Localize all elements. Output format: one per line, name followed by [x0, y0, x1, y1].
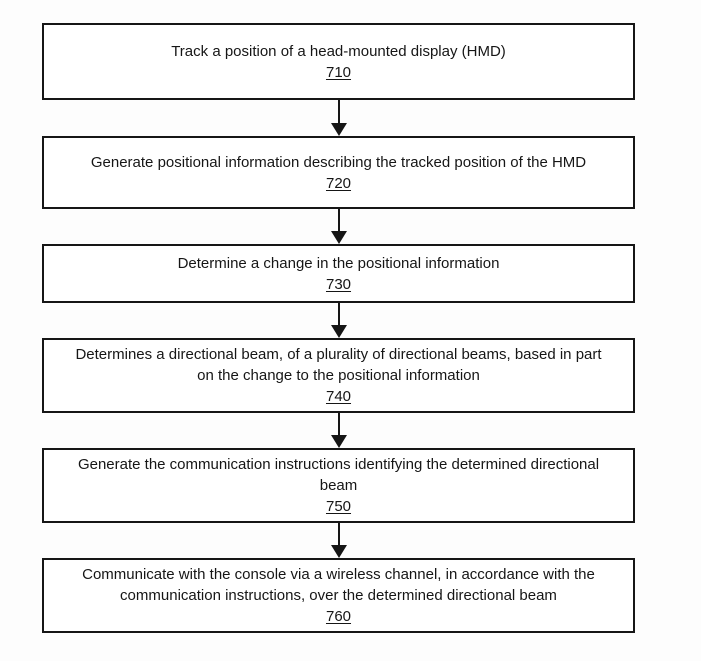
step-ref: 710 [325, 63, 352, 81]
step-ref: 750 [325, 498, 352, 515]
step-text: Determines a directional beam, of a plur… [75, 346, 602, 363]
arrow-stem [337, 209, 340, 231]
step-ref: 760 [325, 608, 352, 625]
arrow-down-icon [330, 435, 347, 448]
flow-connector [330, 303, 347, 338]
flow-connector [330, 100, 347, 136]
arrow-down-icon [330, 231, 347, 244]
arrow-down-icon [330, 325, 347, 338]
flow-connector [330, 413, 347, 448]
flow-connector [330, 523, 347, 558]
step-text: Track a position of a head-mounted displ… [171, 42, 506, 60]
step-text: communication instructions, over the det… [120, 587, 557, 604]
arrow-stem [337, 523, 340, 545]
arrow-down-icon [330, 123, 347, 136]
arrow-stem [337, 303, 340, 325]
flow-step-740: Determines a directional beam, of a plur… [42, 338, 635, 413]
step-text: Generate positional information describi… [90, 153, 587, 171]
step-text: Communicate with the console via a wirel… [82, 566, 595, 583]
flow-step-760: Communicate with the console via a wirel… [42, 558, 635, 633]
arrow-down-icon [330, 545, 347, 558]
arrow-stem [337, 100, 340, 123]
step-text: on the change to the positional informat… [197, 367, 480, 384]
step-text: Determine a change in the positional inf… [177, 254, 500, 272]
step-text: Generate the communication instructions … [77, 456, 600, 473]
step-ref: 740 [325, 388, 352, 405]
flow-step-720: Generate positional information describi… [42, 136, 635, 209]
step-ref: 720 [325, 174, 352, 192]
flow-step-750: Generate the communication instructions … [42, 448, 635, 523]
step-ref: 730 [325, 275, 352, 293]
step-text: beam [319, 477, 358, 494]
flow-connector [330, 209, 347, 244]
flow-step-730: Determine a change in the positional inf… [42, 244, 635, 303]
arrow-stem [337, 413, 340, 435]
flow-step-710: Track a position of a head-mounted displ… [42, 23, 635, 100]
